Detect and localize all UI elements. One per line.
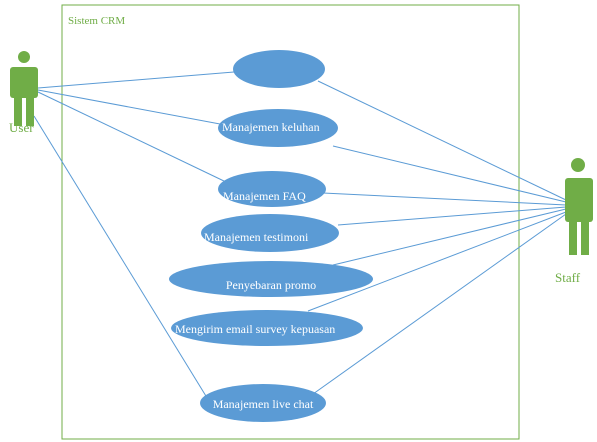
- association-line: [307, 211, 567, 312]
- use-case-manajemen-testimoni: Manajemen testimoni: [201, 214, 339, 252]
- use-case-ellipse: [233, 50, 325, 88]
- staff-associations: [307, 80, 567, 395]
- use-case-ellipse: [218, 109, 338, 147]
- use-case-mengirim-email-survey: Mengirim email survey kepuasan: [171, 310, 363, 346]
- use-case-ellipse: [201, 214, 339, 252]
- association-line: [33, 115, 210, 402]
- association-line: [322, 192, 567, 206]
- association-line: [332, 208, 567, 266]
- use-case-ellipse: [169, 261, 373, 297]
- system-boundary: [61, 4, 520, 440]
- actor-label-user: User: [9, 120, 34, 135]
- actor-staff: Staff: [555, 158, 593, 285]
- use-case-blank: [233, 50, 325, 88]
- use-case-label: Manajemen live chat: [213, 397, 314, 411]
- user-associations: [33, 71, 235, 402]
- use-case-manajemen-faq: Manajemen FAQ: [218, 171, 326, 207]
- use-case-label: Manajemen keluhan: [222, 120, 320, 134]
- use-case-penyebaran-promo: Penyebaran promo: [169, 261, 373, 297]
- actor-label-staff: Staff: [555, 270, 581, 285]
- use-case-label: Manajemen FAQ: [223, 189, 306, 203]
- staff-actor-icon: [565, 158, 593, 255]
- association-line: [37, 71, 235, 89]
- use-case-manajemen-live-chat: Manajemen live chat: [200, 384, 326, 422]
- use-case-ellipse: [218, 171, 326, 207]
- system-title: Sistem CRM: [68, 15, 125, 27]
- association-line: [337, 206, 567, 226]
- user-actor-icon: [10, 51, 38, 126]
- use-case-manajemen-keluhan: Manajemen keluhan: [218, 109, 338, 147]
- association-line: [37, 89, 221, 125]
- association-line: [312, 213, 567, 395]
- association-line: [317, 80, 567, 201]
- use-case-label: Manajemen testimoni: [204, 230, 309, 244]
- use-case-label: Mengirim email survey kepuasan: [175, 322, 335, 336]
- use-case-ellipse: [171, 310, 363, 346]
- association-line: [332, 145, 567, 203]
- association-line: [37, 91, 227, 183]
- actor-user: User: [9, 51, 38, 135]
- use-case-label: Penyebaran promo: [226, 278, 316, 292]
- use-case-ellipse: [200, 384, 326, 422]
